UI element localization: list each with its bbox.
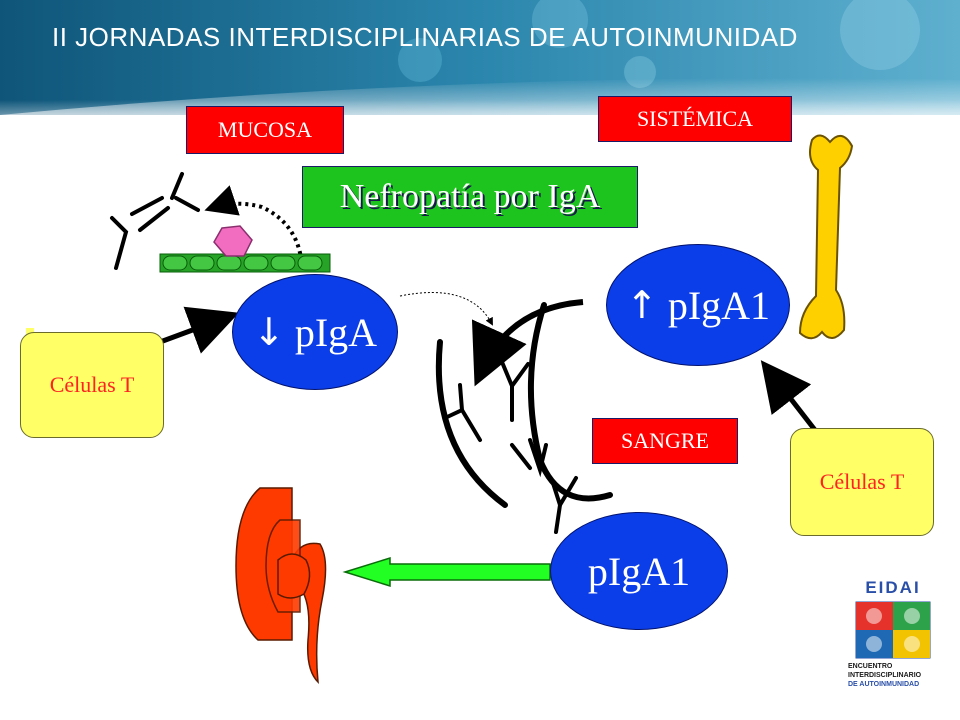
epithelium-icon bbox=[159, 253, 331, 273]
piga1-ellipse: pIgA1 bbox=[550, 512, 728, 630]
celulas-t-left: Células T bbox=[20, 332, 164, 438]
eidai-logo: EIDAI ENCUENTRO INTERDISCIPLINARIO DE AU… bbox=[848, 578, 938, 688]
sistemica-label: SISTÉMICA bbox=[598, 96, 792, 142]
logo-line1: ENCUENTRO bbox=[848, 663, 893, 670]
logo-line2: INTERDISCIPLINARIO bbox=[848, 672, 922, 679]
dotted-arrow-mucosa bbox=[204, 185, 304, 269]
green-arrow-icon bbox=[342, 556, 551, 588]
sangre-label: SANGRE bbox=[592, 418, 738, 464]
bone-icon bbox=[798, 134, 854, 340]
celulas-t-right: Células T bbox=[790, 428, 934, 536]
piga1-up-label: pIgA1 bbox=[667, 282, 771, 328]
mucosa-label: MUCOSA bbox=[186, 106, 344, 154]
antibody-icon bbox=[110, 172, 200, 270]
kidney-icon bbox=[235, 487, 327, 685]
piga-label: pIgA bbox=[294, 309, 378, 355]
piga1-label: pIgA1 bbox=[587, 548, 691, 594]
arrow-celulas-to-piga bbox=[151, 306, 240, 354]
arrow-piga1-curve bbox=[471, 299, 584, 387]
piga-ellipse: ↓ pIgA bbox=[232, 274, 398, 390]
down-arrow-icon: ↓ bbox=[252, 310, 285, 354]
antigen-hexagon-icon bbox=[213, 225, 253, 257]
logo-title: EIDAI bbox=[865, 578, 921, 597]
blood-antibody-icon bbox=[443, 360, 578, 534]
piga1-up-ellipse: ↑ pIgA1 bbox=[606, 244, 790, 366]
eidai-logo-icon bbox=[855, 601, 931, 659]
blood-vessel-icon bbox=[435, 302, 613, 508]
diagram-title: Nefropatía por IgA bbox=[302, 166, 638, 228]
dotted-arrow-blood bbox=[399, 292, 493, 326]
header-title: II JORNADAS INTERDISCIPLINARIAS DE AUTOI… bbox=[52, 22, 798, 52]
logo-line3: DE AUTOINMUNIDAD bbox=[848, 681, 920, 688]
up-arrow-icon: ↑ bbox=[625, 283, 658, 327]
